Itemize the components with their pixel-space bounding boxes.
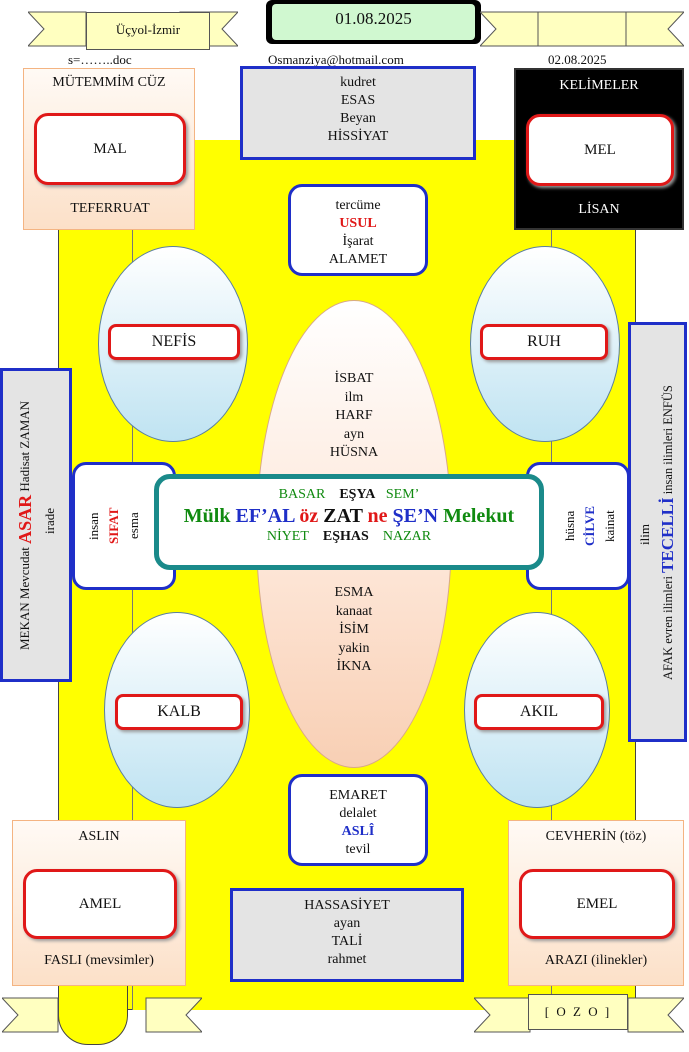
mal-box: MAL bbox=[34, 113, 186, 185]
filename-label: s=……..doc bbox=[68, 52, 132, 67]
enfus-label: insan ilimleri ENFÜS bbox=[661, 385, 675, 495]
bottom-center-line: rahmet bbox=[327, 952, 367, 967]
asar-label: ASAR bbox=[15, 494, 35, 544]
esya-label: EŞYA bbox=[339, 487, 376, 502]
oval-bottom-line: yakin bbox=[338, 640, 370, 656]
eshas-label: EŞHAS bbox=[322, 529, 369, 544]
oval-top-line: ilm bbox=[344, 389, 364, 405]
sifat-keyword: SIFAT bbox=[106, 507, 121, 545]
central-oval-top-text: İSBAT ilm HARF ayn HÜSNA bbox=[256, 370, 452, 463]
footer-left-scroll bbox=[2, 997, 202, 1033]
cilve-kainat: kainat bbox=[602, 510, 617, 542]
footer-code: [ O Z O ] bbox=[528, 994, 628, 1030]
mel-box: MEL bbox=[526, 114, 674, 186]
left-vertical-panel: MEKAN Mevcudat ASAR Hadisat ZAMAN irade bbox=[0, 368, 72, 682]
bottom-left-title: ASLIN bbox=[78, 829, 120, 844]
bottom-center-line: HASSASİYET bbox=[304, 898, 390, 913]
bottom-center-line: ayan bbox=[333, 916, 361, 931]
usul-line: ALAMET bbox=[328, 252, 388, 267]
melekut-label: Melekut bbox=[443, 505, 515, 527]
right-scroll-banner bbox=[480, 11, 684, 47]
oval-top-line: HÜSNA bbox=[329, 445, 379, 460]
bottom-center-line: TALİ bbox=[331, 934, 363, 949]
sem-label: SEM’ bbox=[385, 487, 420, 502]
basar-label: BASAR bbox=[278, 487, 326, 502]
top-center-line: ESAS bbox=[340, 93, 376, 108]
akil-label: AKIL bbox=[474, 694, 604, 730]
bottom-left-bottom: FASLI (mevsimler) bbox=[44, 953, 154, 968]
oval-top-line: İSBAT bbox=[334, 371, 374, 386]
secondary-date: 02.08.2025 bbox=[548, 52, 607, 67]
asli-line: tevil bbox=[345, 842, 371, 857]
sifat-esma: esma bbox=[126, 512, 141, 540]
top-right-bottom: LİSAN bbox=[578, 202, 620, 217]
amel-box: AMEL bbox=[23, 869, 177, 939]
oval-bottom-line: İKNA bbox=[336, 659, 372, 674]
asli-line: EMARET bbox=[329, 788, 387, 803]
left-vertical-main: MEKAN Mevcudat ASAR Hadisat ZAMAN bbox=[13, 375, 37, 675]
tecelli-label: TECELLİ bbox=[658, 497, 677, 574]
zaman-label: Hadisat ZAMAN bbox=[17, 400, 32, 492]
zat-label: ZAT bbox=[323, 505, 363, 527]
top-center-line: HİSSİYAT bbox=[327, 129, 389, 144]
bottom-right-bottom: ARAZI (ilinekler) bbox=[544, 953, 648, 968]
usul-line: İşarat bbox=[342, 234, 374, 249]
sen-label: ŞE’N bbox=[392, 505, 439, 527]
oval-bottom-line: kanaat bbox=[335, 603, 373, 619]
bottom-right-panel: CEVHERİN (töz) EMEL ARAZI (ilinekler) bbox=[508, 820, 684, 986]
asli-line: delalet bbox=[339, 806, 377, 821]
oval-top-line: ayn bbox=[343, 426, 365, 442]
top-left-bottom: TEFERRUAT bbox=[70, 201, 150, 216]
asli-box: EMARET delalet ASLÎ tevil bbox=[288, 774, 428, 866]
bottom-right-title: CEVHERİN (töz) bbox=[545, 829, 647, 844]
cilve-keyword: CİLVE bbox=[582, 506, 597, 546]
central-concept-box: BASAR EŞYA SEM’ Mülk EF’AL öz ZAT ne ŞE’… bbox=[154, 474, 544, 570]
mulk-label: Mülk bbox=[183, 505, 231, 527]
oz-label: öz bbox=[299, 505, 319, 527]
ilim-label: ilim bbox=[637, 524, 652, 546]
bottom-left-panel: ASLIN AMEL FASLI (mevsimler) bbox=[12, 820, 186, 986]
central-oval-bottom-text: ESMA kanaat İSİM yakin İKNA bbox=[256, 584, 452, 677]
mekan-label: MEKAN Mevcudat bbox=[17, 546, 32, 650]
emel-box: EMEL bbox=[519, 869, 675, 939]
email-label[interactable]: Osmanziya@hotmail.com bbox=[268, 52, 404, 67]
afak-label: AFAK evren ilimleri bbox=[661, 576, 675, 681]
top-center-line: Beyan bbox=[340, 111, 376, 126]
top-right-panel: KELİMELER MEL LİSAN bbox=[514, 68, 684, 230]
location-label: Üçyol-İzmir bbox=[86, 12, 210, 50]
usul-line: tercüme bbox=[335, 198, 381, 213]
ne-label: ne bbox=[367, 505, 388, 527]
nazar-label: NAZAR bbox=[382, 529, 432, 544]
ruh-label: RUH bbox=[480, 324, 608, 360]
top-left-title: MÜTEMMİM CÜZ bbox=[52, 75, 166, 90]
asli-keyword: ASLÎ bbox=[341, 824, 375, 839]
top-right-title: KELİMELER bbox=[559, 78, 639, 93]
sifat-insan: insan bbox=[86, 512, 101, 540]
irade-label: irade bbox=[42, 508, 57, 534]
top-left-panel: MÜTEMMİM CÜZ MAL TEFERRUAT bbox=[23, 68, 195, 230]
cilve-husna: hüsna bbox=[562, 510, 577, 542]
usul-keyword: USUL bbox=[339, 216, 377, 231]
kalb-label: KALB bbox=[115, 694, 243, 730]
oval-bottom-line: İSİM bbox=[339, 622, 369, 637]
bottom-center-box: HASSASİYET ayan TALİ rahmet bbox=[230, 888, 464, 982]
right-vertical-main: AFAK evren ilimleri TECELLİ insan ilimle… bbox=[655, 329, 681, 737]
main-date: 01.08.2025 bbox=[272, 4, 475, 40]
efal-label: EF’AL bbox=[235, 505, 295, 527]
oval-top-line: HARF bbox=[335, 408, 373, 423]
top-center-line: kudret bbox=[340, 75, 376, 90]
usul-box: tercüme USUL İşarat ALAMET bbox=[288, 184, 428, 276]
footer-right-scroll bbox=[474, 997, 684, 1033]
right-vertical-panel: ilim AFAK evren ilimleri TECELLİ insan i… bbox=[628, 322, 687, 742]
nefis-label: NEFİS bbox=[108, 324, 240, 360]
niyet-label: NİYET bbox=[266, 529, 309, 544]
oval-bottom-line: ESMA bbox=[334, 585, 374, 600]
top-center-box: kudret ESAS Beyan HİSSİYAT bbox=[240, 66, 476, 160]
